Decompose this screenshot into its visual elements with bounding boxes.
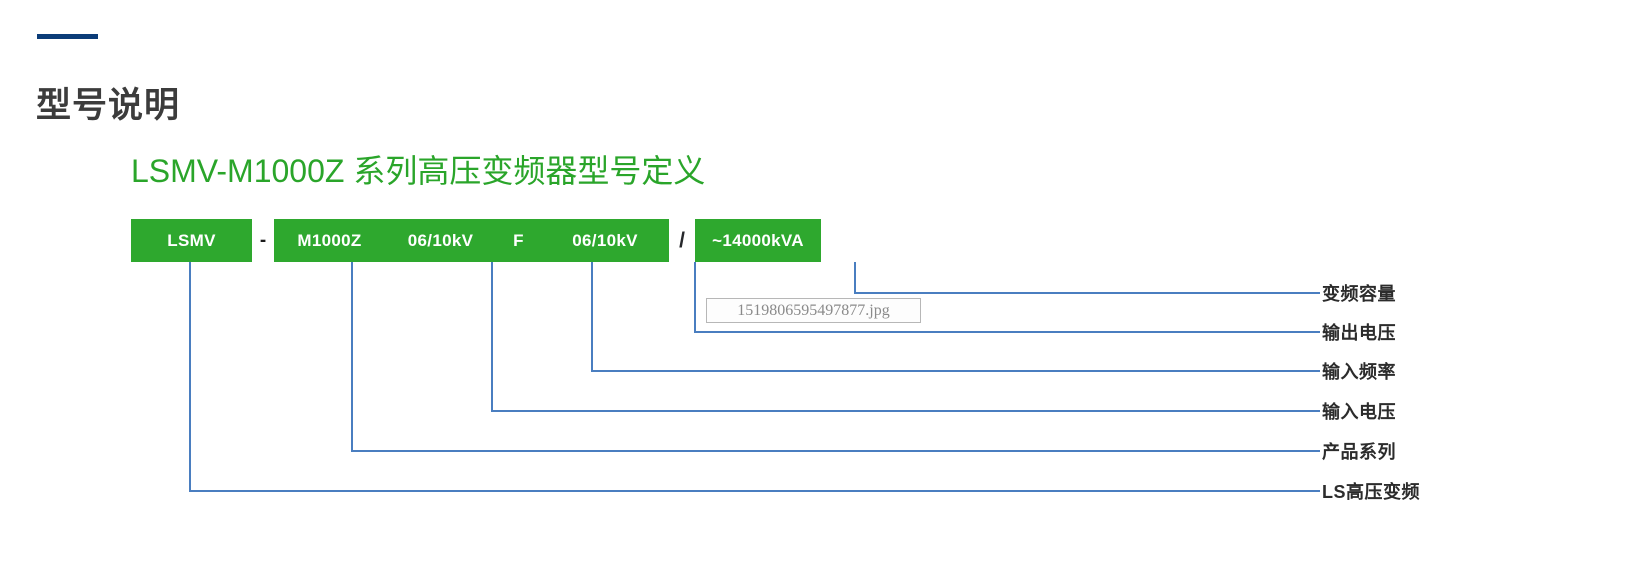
- image-filename-tooltip: 1519806595497877.jpg: [706, 298, 921, 323]
- leader-line-brand: [189, 262, 1320, 492]
- leader-label-input-voltage: 输入电压: [1322, 402, 1396, 422]
- code-separator-dash: -: [259, 229, 267, 251]
- section-accent-bar: [37, 34, 98, 39]
- model-code-row: LSMV - M1000Z 06/10kV F 06/10kV / ~14000…: [131, 219, 821, 262]
- code-box-lsmv[interactable]: LSMV: [131, 219, 252, 262]
- code-box-series[interactable]: M1000Z: [274, 219, 385, 262]
- leader-line-input-frequency: [591, 262, 1320, 372]
- page-title: 型号说明: [36, 86, 181, 126]
- leader-label-output-voltage: 输出电压: [1322, 323, 1396, 343]
- leader-label-series: 产品系列: [1322, 442, 1396, 462]
- code-box-capacity[interactable]: ~14000kVA: [695, 219, 821, 262]
- diagram-title: LSMV-M1000Z 系列高压变频器型号定义: [131, 153, 706, 189]
- code-box-output-voltage[interactable]: 06/10kV: [541, 219, 669, 262]
- leader-line-series: [351, 262, 1320, 452]
- leader-line-input-voltage: [491, 262, 1320, 412]
- leader-label-capacity: 变频容量: [1322, 284, 1396, 304]
- code-box-input-voltage[interactable]: 06/10kV: [385, 219, 496, 262]
- code-box-input-frequency[interactable]: F: [496, 219, 541, 262]
- code-separator-slash: /: [679, 228, 685, 252]
- leader-line-capacity: [854, 262, 1320, 294]
- leader-label-brand: LS高压变频: [1322, 482, 1421, 502]
- leader-label-input-frequency: 输入频率: [1322, 362, 1396, 382]
